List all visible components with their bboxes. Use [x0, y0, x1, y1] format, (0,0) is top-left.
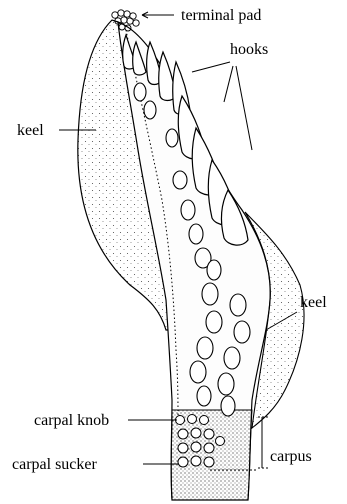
small-hook: [134, 83, 146, 101]
label-keel-right: keel: [300, 294, 327, 311]
small-hook: [207, 260, 221, 280]
hooks-leader-2: [224, 66, 233, 102]
small-hook: [234, 321, 250, 343]
label-terminal-pad: terminal pad: [181, 7, 261, 24]
small-hook: [224, 347, 240, 369]
label-carpus: carpus: [270, 448, 312, 465]
carpal-sucker: [191, 456, 201, 466]
label-carpal-sucker: carpal sucker: [12, 456, 98, 473]
carpal-sucker: [191, 442, 201, 452]
label-hooks: hooks: [230, 41, 268, 58]
small-hook: [173, 171, 187, 189]
carpal-sucker: [216, 437, 225, 446]
label-carpal-knob: carpal knob: [34, 412, 109, 429]
small-hook: [197, 337, 213, 359]
hooks-leader-1: [192, 62, 230, 72]
small-hook: [144, 101, 156, 119]
small-hook: [202, 283, 218, 305]
carpal-knob: [200, 416, 209, 425]
carpal-sucker: [178, 429, 188, 439]
small-hook: [181, 200, 195, 220]
carpal-knob: [188, 415, 197, 424]
small-hook: [206, 311, 222, 333]
small-hook: [218, 373, 234, 395]
small-hook: [189, 224, 203, 244]
carpal-sucker: [204, 457, 214, 467]
carpal-sucker: [178, 443, 188, 453]
hooks-leader-3: [236, 66, 252, 150]
small-hook: [230, 294, 246, 316]
carpal-sucker: [191, 428, 201, 438]
small-hook: [166, 129, 178, 147]
small-hook: [197, 386, 211, 406]
carpal-sucker: [178, 457, 188, 467]
carpal-sucker: [204, 443, 214, 453]
carpal-sucker: [204, 429, 214, 439]
small-hook: [221, 396, 235, 416]
small-hook: [190, 361, 206, 383]
label-keel-left: keel: [17, 122, 44, 139]
